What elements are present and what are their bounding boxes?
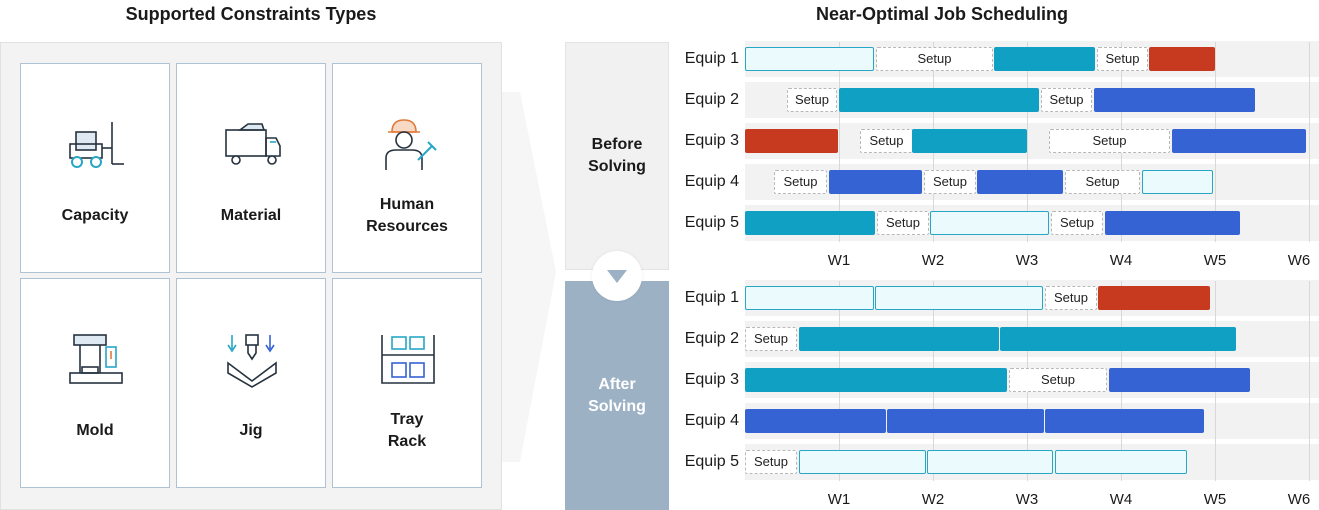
- after-equip2-task-bar-3: [1000, 327, 1236, 351]
- before-week-tick-w6: W6: [1287, 252, 1311, 269]
- after-week-tick-w5: W5: [1203, 491, 1227, 508]
- after-equip5-task-bar-3: [927, 450, 1053, 474]
- before-equip4-setup-block-3: Setup: [924, 170, 976, 194]
- before-equip5-task-bar-1: [745, 211, 875, 235]
- before-gridline-w3: [1027, 42, 1028, 242]
- after-equip-label-1: Equip 1: [684, 289, 739, 306]
- before-week-tick-w3: W3: [1015, 252, 1039, 269]
- before-equip4-setup-block-1: Setup: [774, 170, 827, 194]
- before-equip5-setup-block-4: Setup: [1051, 211, 1103, 235]
- before-equip5-task-bar-3: [930, 211, 1049, 235]
- before-week-tick-w4: W4: [1109, 252, 1133, 269]
- before-equip2-setup-block-1: Setup: [787, 88, 837, 112]
- tray-rack-icon: [381, 335, 435, 384]
- after-equip2-setup-block-1: Setup: [745, 327, 797, 351]
- before-equip-label-1: Equip 1: [684, 50, 739, 67]
- before-equip3-task-bar-1: [745, 129, 838, 153]
- after-equip1-task-bar-2: [875, 286, 1043, 310]
- card-label-capacity: Capacity: [61, 207, 129, 224]
- card-jig: Jig: [176, 278, 326, 488]
- before-gridline-w6: [1309, 42, 1310, 242]
- card-label-jig: Jig: [239, 422, 263, 439]
- after-week-tick-w2: W2: [921, 491, 945, 508]
- after-equip1-setup-block-3: Setup: [1045, 286, 1097, 310]
- before-gridline-w1: [839, 42, 840, 242]
- truck-icon: [225, 123, 281, 165]
- before-equip4-task-bar-6: [1142, 170, 1213, 194]
- transition-arrow-shape: [502, 92, 556, 462]
- after-equip2-task-bar-2: [799, 327, 999, 351]
- before-equip5-task-bar-5: [1105, 211, 1240, 235]
- forklift-icon: [69, 122, 124, 168]
- before-equip1-task-bar-5: [1149, 47, 1215, 71]
- card-human-resources: Human Resources: [332, 63, 482, 273]
- before-equip1-task-bar-1: [745, 47, 874, 71]
- before-equip-label-3: Equip 3: [684, 132, 739, 149]
- jig-press-icon: [227, 334, 277, 388]
- card-material: Material: [176, 63, 326, 273]
- after-equip-label-5: Equip 5: [684, 453, 739, 470]
- after-equip5-setup-block-1: Setup: [745, 450, 797, 474]
- before-week-tick-w2: W2: [921, 252, 945, 269]
- before-equip-label-2: Equip 2: [684, 91, 739, 108]
- after-gridline-w6: [1309, 281, 1310, 481]
- before-equip1-task-bar-3: [994, 47, 1095, 71]
- after-week-tick-w1: W1: [827, 491, 851, 508]
- card-mold: Mold: [20, 278, 170, 488]
- after-equip3-task-bar-1: [745, 368, 1007, 392]
- before-equip3-task-bar-3: [912, 129, 1027, 153]
- scheduling-title: Near-Optimal Job Scheduling: [815, 4, 1069, 24]
- card-label-tray-rack: Tray Rack: [387, 411, 427, 450]
- card-label-material: Material: [220, 207, 282, 224]
- after-equip-label-3: Equip 3: [684, 371, 739, 388]
- mold-machine-icon: [69, 334, 123, 384]
- card-label-human-resources: Human Resources: [366, 196, 448, 235]
- after-equip4-task-bar-3: [1045, 409, 1204, 433]
- worker-icon: [385, 119, 437, 170]
- before-equip-label-5: Equip 5: [684, 214, 739, 231]
- after-equip4-task-bar-2: [887, 409, 1044, 433]
- after-equip1-task-bar-1: [745, 286, 874, 310]
- card-tray-rack: Tray Rack: [332, 278, 482, 488]
- before-equip4-setup-block-5: Setup: [1065, 170, 1140, 194]
- card-label-mold: Mold: [76, 422, 114, 439]
- after-equip3-setup-block-2: Setup: [1009, 368, 1107, 392]
- after-equip-label-4: Equip 4: [684, 412, 739, 429]
- after-equip4-task-bar-1: [745, 409, 886, 433]
- before-equip-label-4: Equip 4: [684, 173, 739, 190]
- before-equip2-task-bar-2: [839, 88, 1039, 112]
- before-equip1-setup-block-2: Setup: [876, 47, 993, 71]
- card-capacity: Capacity: [20, 63, 170, 273]
- after-equip-label-2: Equip 2: [684, 330, 739, 347]
- before-equip3-setup-block-2: Setup: [860, 129, 913, 153]
- before-equip2-setup-block-3: Setup: [1041, 88, 1092, 112]
- after-equip5-task-bar-4: [1055, 450, 1187, 474]
- before-equip3-setup-block-4: Setup: [1049, 129, 1170, 153]
- before-equip4-task-bar-4: [977, 170, 1063, 194]
- before-week-tick-w5: W5: [1203, 252, 1227, 269]
- constraints-panel: Capacity Material Human Resources: [0, 42, 502, 510]
- after-week-tick-w4: W4: [1109, 491, 1133, 508]
- after-equip3-task-bar-3: [1109, 368, 1250, 392]
- after-week-tick-w6: W6: [1287, 491, 1311, 508]
- after-solving-label: After Solving: [565, 281, 669, 510]
- after-equip1-task-bar-4: [1098, 286, 1210, 310]
- down-arrow-icon: [592, 251, 642, 301]
- constraints-title: Supported Constraints Types: [125, 4, 377, 24]
- before-equip3-task-bar-5: [1172, 129, 1306, 153]
- before-equip2-task-bar-4: [1094, 88, 1255, 112]
- after-week-tick-w3: W3: [1015, 491, 1039, 508]
- before-solving-label: Before Solving: [565, 42, 669, 270]
- before-equip4-task-bar-2: [829, 170, 922, 194]
- after-equip5-task-bar-2: [799, 450, 926, 474]
- before-equip5-setup-block-2: Setup: [877, 211, 929, 235]
- before-week-tick-w1: W1: [827, 252, 851, 269]
- before-equip1-setup-block-4: Setup: [1097, 47, 1148, 71]
